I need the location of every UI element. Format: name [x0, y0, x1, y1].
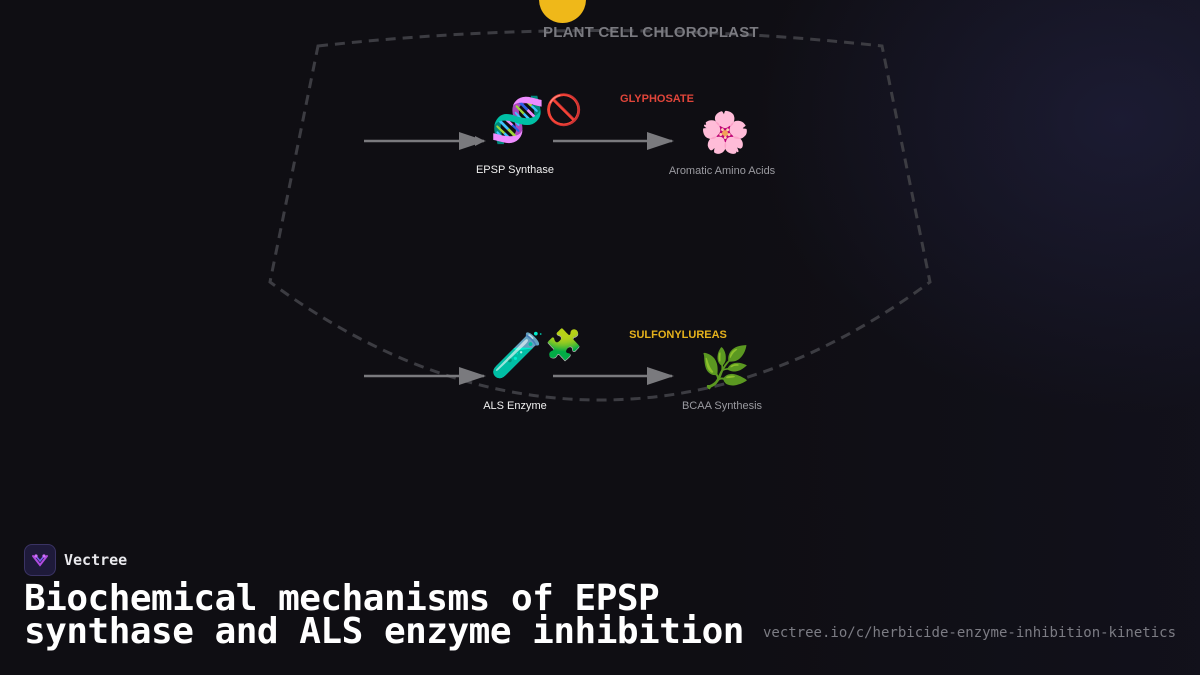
flower-icon: 🌸: [700, 110, 750, 156]
arrowhead-4: [647, 367, 674, 385]
page-url[interactable]: vectree.io/c/herbicide-enzyme-inhibition…: [762, 625, 1176, 641]
arrowhead-1: [459, 132, 486, 150]
brand-name: Vectree: [64, 551, 128, 569]
brand[interactable]: Vectree: [24, 544, 127, 576]
dna-icon: 🧬: [490, 95, 545, 146]
compartment-label: PLANT CELL CHLOROPLAST: [543, 24, 759, 41]
sulfonylureas-label: SULFONYLUREAS: [629, 329, 727, 341]
test-tube-icon: 🧪: [490, 330, 545, 381]
arrowhead-3: [459, 367, 486, 385]
herb-icon: 🌿: [700, 345, 750, 391]
als-enzyme-label: ALS Enzyme: [483, 400, 547, 412]
page-title: Biochemical mechanisms of EPSP synthase …: [24, 578, 744, 652]
aromatic-amino-acids-label: Aromatic Amino Acids: [668, 165, 776, 177]
arrowhead-2: [647, 132, 674, 150]
glyphosate-label: GLYPHOSATE: [620, 93, 694, 105]
prohibited-icon: 🚫: [545, 93, 583, 128]
chloroplast-outline: [268, 29, 932, 402]
epsp-synthase-label: EPSP Synthase: [475, 164, 555, 176]
bcaa-synthesis-label: BCAA Synthesis: [681, 400, 763, 412]
vectree-logo-icon: [24, 544, 56, 576]
puzzle-piece-icon: 🧩: [545, 328, 583, 363]
sun-icon: [539, 0, 586, 23]
